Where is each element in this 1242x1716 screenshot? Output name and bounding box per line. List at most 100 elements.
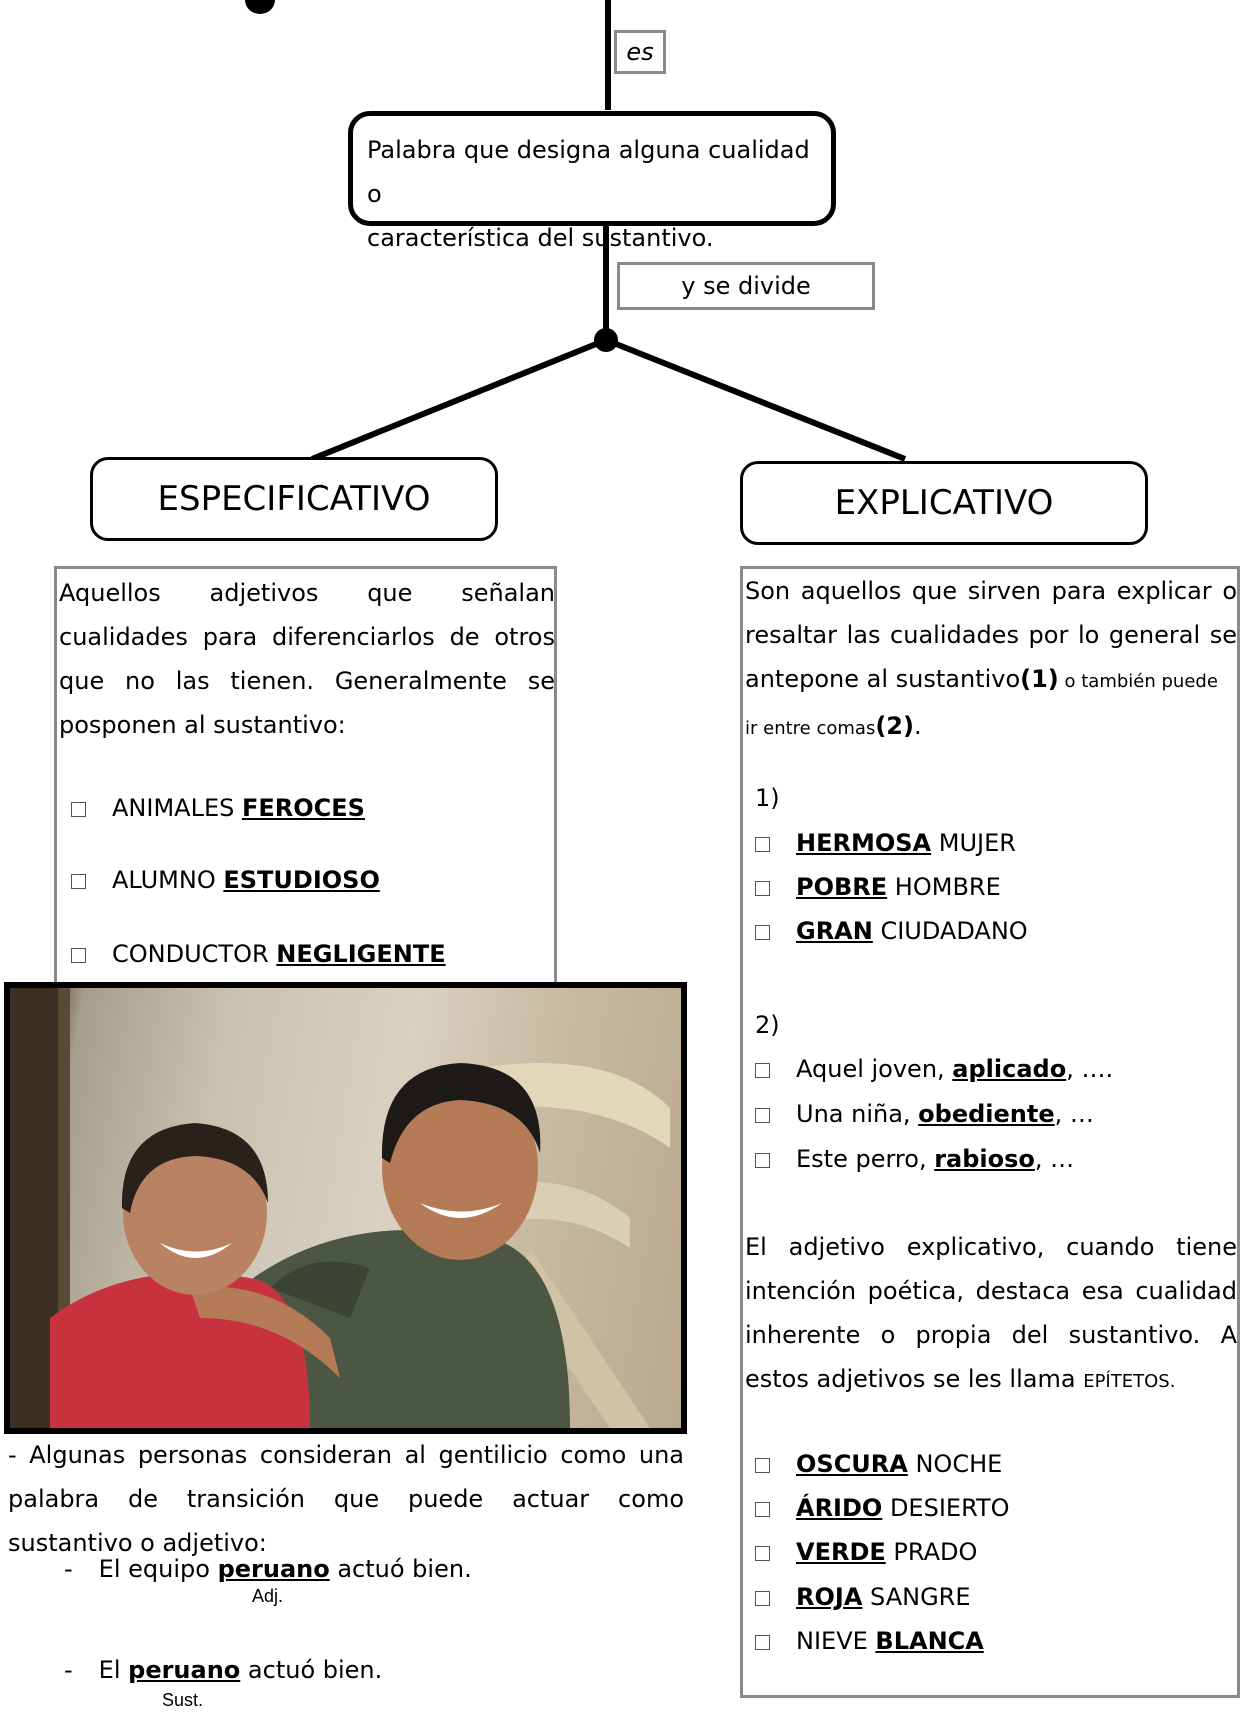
example-text: , …: [1054, 1100, 1094, 1128]
bullet-box: [755, 924, 770, 940]
tag-adj: Adj.: [252, 1586, 284, 1606]
group-2-label: 2): [755, 1011, 780, 1039]
example-item: ALUMNO ESTUDIOSO: [71, 866, 380, 894]
especificativo-panel: Aquellos adjetivos que señalan cualidade…: [54, 566, 557, 986]
example-text: El: [98, 1656, 129, 1684]
bullet-box: [755, 1107, 770, 1123]
gentilicio-example-2: -El peruano actuó bien.: [64, 1656, 382, 1684]
example-adjective: aplicado: [952, 1055, 1067, 1083]
example-item: ÁRIDO DESIERTO: [755, 1494, 1010, 1522]
example-item: Aquel joven, aplicado, ….: [755, 1055, 1113, 1083]
desc-line: Aquellos adjetivos que señalan: [59, 579, 555, 607]
text: ir entre comas: [745, 718, 876, 739]
example-text: El equipo: [98, 1555, 218, 1583]
example-adjective: FEROCES: [241, 794, 365, 822]
example-text: Este perro,: [796, 1145, 935, 1173]
example-item: ANIMALES FEROCES: [71, 794, 365, 822]
example-item: ROJA SANGRE: [755, 1583, 971, 1611]
example-text: , ….: [1066, 1055, 1114, 1083]
explicativo-panel: Son aquellos que sirven para explicar o …: [740, 566, 1240, 1698]
example-adjective: ÁRIDO: [796, 1494, 883, 1522]
gentilicio-example-1: -El equipo peruano actuó bien.: [64, 1555, 472, 1583]
ref: (1): [1020, 665, 1059, 693]
especificativo-description: Aquellos adjetivos que señalan cualidade…: [59, 571, 555, 747]
explicativo-description: Son aquellos que sirven para explicar o …: [745, 569, 1237, 751]
bullet-box: [755, 836, 770, 852]
example-adjective: POBRE: [796, 873, 888, 901]
example-text: , …: [1034, 1145, 1075, 1173]
example-noun: peruano: [128, 1656, 241, 1684]
example-adjective: OSCURA: [796, 1450, 908, 1478]
example-item: GRAN CIUDADANO: [755, 917, 1028, 945]
branch-line-left: [310, 337, 608, 462]
example-noun: ALUMNO: [112, 866, 216, 894]
gentilicio-intro: - Algunas personas consideran al gentili…: [8, 1433, 684, 1565]
bullet-box: [755, 880, 770, 896]
desc-line: intención poética, destaca esa cualidad: [745, 1277, 1237, 1305]
example-noun: NIEVE: [796, 1627, 876, 1655]
example-text: actuó bien.: [240, 1656, 383, 1684]
gentilicio-line: sustantivo o adjetivo:: [8, 1529, 267, 1557]
example-item: VERDE PRADO: [755, 1538, 977, 1566]
photo-two-boys: [4, 982, 687, 1434]
definition-line-1: Palabra que designa alguna cualidad o: [367, 136, 810, 208]
example-noun: SANGRE: [862, 1583, 971, 1611]
example-adjective: VERDE: [796, 1538, 886, 1566]
connector-label-y-se-divide: y se divide: [617, 262, 875, 310]
category-especificativo: ESPECIFICATIVO: [90, 457, 498, 541]
definition-line-2: característica del sustantivo.: [367, 224, 714, 252]
example-noun: ANIMALES: [112, 794, 235, 822]
branch-node: [594, 328, 618, 352]
desc-line: cualidades para diferenciarlos de otros: [59, 623, 555, 651]
group-1-label: 1): [755, 784, 780, 812]
ink-blob: [245, 0, 275, 14]
example-noun: NOCHE: [907, 1450, 1003, 1478]
definition-box: Palabra que designa alguna cualidad o ca…: [348, 111, 836, 252]
example-item: Este perro, rabioso, …: [755, 1145, 1074, 1173]
desc-line: inherente o propia del sustantivo. A: [745, 1321, 1237, 1349]
example-item: CONDUCTOR NEGLIGENTE: [71, 940, 446, 968]
desc-line: estos adjetivos se les llama EPÍTETOS.: [745, 1357, 1237, 1404]
example-noun: PRADO: [885, 1538, 978, 1566]
bullet-box: [71, 947, 86, 963]
connector-line-top: [605, 0, 611, 110]
example-text: Una niña,: [796, 1100, 919, 1128]
desc-line: El adjetivo explicativo, cuando tiene: [745, 1233, 1237, 1261]
bullet-box: [71, 801, 86, 817]
example-adjective: obediente: [918, 1100, 1055, 1128]
desc-line: que no las tienen. Generalmente se: [59, 667, 555, 695]
connector-label-es: es: [614, 30, 666, 74]
ref: (2): [875, 712, 914, 740]
example-adjective: NEGLIGENTE: [276, 940, 446, 968]
text: .: [913, 712, 922, 740]
bullet-box: [71, 873, 86, 889]
connector-line-middle: [603, 226, 609, 338]
example-adjective: HERMOSA: [796, 829, 932, 857]
epiteto-description: El adjetivo explicativo, cuando tiene in…: [745, 1225, 1237, 1404]
example-adjective: ESTUDIOSO: [223, 866, 380, 894]
gentilicio-line: - Algunas personas consideran al gentili…: [8, 1441, 684, 1469]
example-noun: CIUDADANO: [872, 917, 1028, 945]
example-text: actuó bien.: [329, 1555, 472, 1583]
photo-illustration: [10, 988, 670, 1428]
example-adjective: rabioso: [934, 1145, 1035, 1173]
dash: -: [64, 1656, 73, 1684]
epitetos-term: EPÍTETOS.: [1083, 1371, 1176, 1392]
example-adjective: BLANCA: [875, 1627, 984, 1655]
example-adjective: GRAN: [796, 917, 873, 945]
example-noun: DESIERTO: [882, 1494, 1010, 1522]
bullet-box: [755, 1634, 770, 1650]
example-noun: MUJER: [931, 829, 1016, 857]
example-adjective: peruano: [217, 1555, 330, 1583]
tag-sust: Sust.: [162, 1690, 204, 1710]
desc-line: antepone al sustantivo(1) o también pued…: [745, 657, 1237, 704]
gentilicio-line: palabra de transición que puede actuar c…: [8, 1485, 684, 1513]
example-text: Aquel joven,: [796, 1055, 953, 1083]
bullet-box: [755, 1501, 770, 1517]
example-adjective: ROJA: [796, 1583, 863, 1611]
desc-line: Son aquellos que sirven para explicar o: [745, 577, 1237, 605]
branch-line-right: [604, 337, 907, 462]
bullet-box: [755, 1457, 770, 1473]
text: o también puede: [1058, 671, 1218, 692]
category-explicativo: EXPLICATIVO: [740, 461, 1148, 545]
